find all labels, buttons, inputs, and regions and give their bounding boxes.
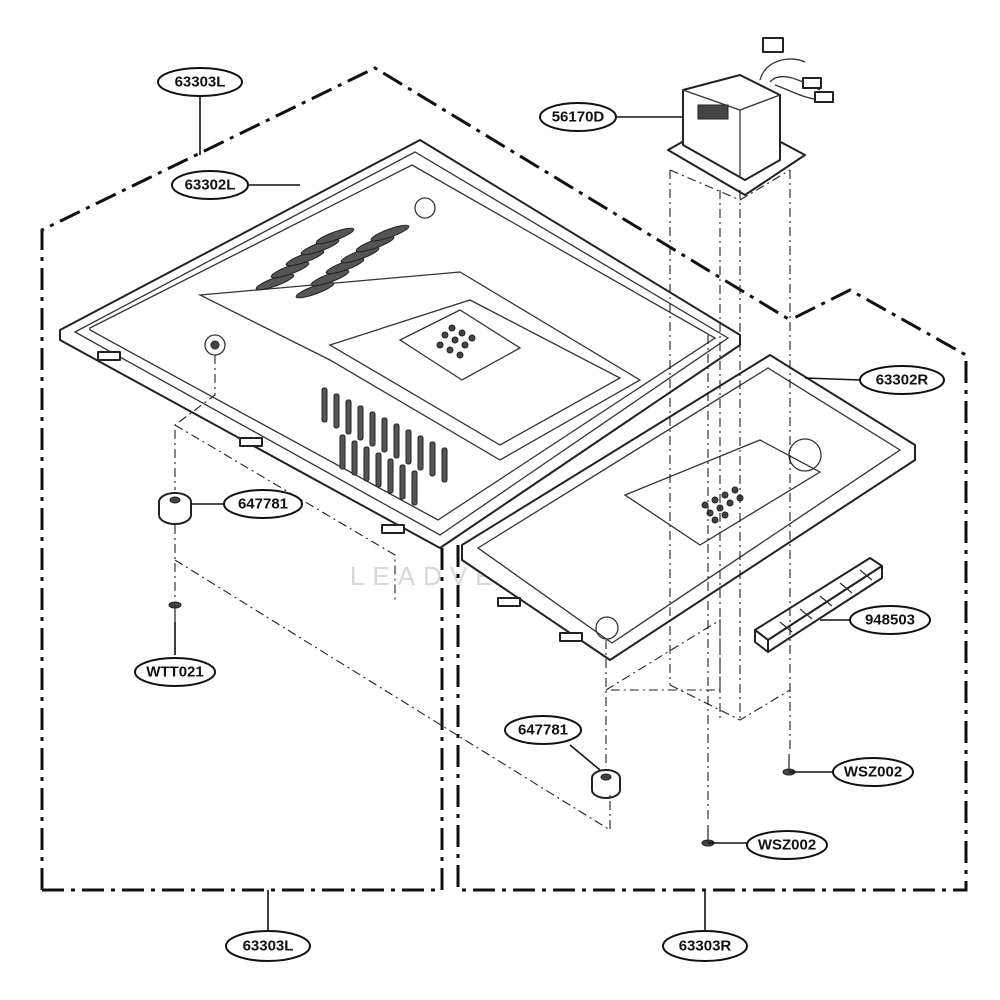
callout-948503: 948503: [849, 605, 931, 635]
label-wtt021: WTT021: [146, 664, 204, 681]
callout-63302r: 63302R: [859, 365, 945, 395]
leader-lines: [174, 96, 861, 930]
callout-wsz002-upper: WSZ002: [832, 757, 914, 787]
center-hole-grid: [436, 324, 476, 359]
label-63303r-bottom: 63303R: [679, 938, 732, 955]
label-647781-right: 647781: [518, 722, 568, 739]
label-wsz002-upper: WSZ002: [844, 764, 902, 781]
guide-lines: [174, 169, 791, 831]
foot-right: [591, 769, 621, 799]
callout-63303r-bottom: 63303R: [662, 930, 748, 962]
label-wsz002-lower: WSZ002: [758, 837, 816, 854]
label-63303l-top: 63303L: [175, 74, 226, 91]
callout-63302l: 63302L: [171, 170, 249, 200]
label-63302r: 63302R: [876, 372, 929, 389]
label-948503: 948503: [865, 612, 915, 629]
foot-left: [158, 492, 192, 525]
transformer: [667, 37, 834, 196]
left-base-plate: [59, 139, 741, 549]
filter-block: [754, 557, 883, 653]
callout-647781-left: 647781: [223, 489, 303, 519]
screw-left: [168, 601, 182, 622]
callout-wtt021: WTT021: [134, 657, 216, 687]
assembly-boundary-right: [456, 288, 968, 892]
callout-647781-right: 647781: [504, 715, 582, 745]
callout-63303l-top: 63303L: [157, 67, 243, 97]
label-56170d: 56170D: [552, 109, 605, 126]
assembly-boundary-left: [40, 66, 791, 892]
callout-wsz002-lower: WSZ002: [746, 830, 828, 860]
label-647781-left: 647781: [238, 496, 288, 513]
label-63303l-bottom: 63303L: [243, 938, 294, 955]
vent-slots-side: [321, 387, 448, 506]
callout-63303l-bottom: 63303L: [225, 930, 311, 962]
right-base-plate: [461, 354, 916, 661]
callout-56170d: 56170D: [539, 102, 617, 132]
vent-slots-top: [255, 224, 410, 299]
label-63302l: 63302L: [185, 177, 236, 194]
right-hole-grid: [701, 486, 744, 524]
